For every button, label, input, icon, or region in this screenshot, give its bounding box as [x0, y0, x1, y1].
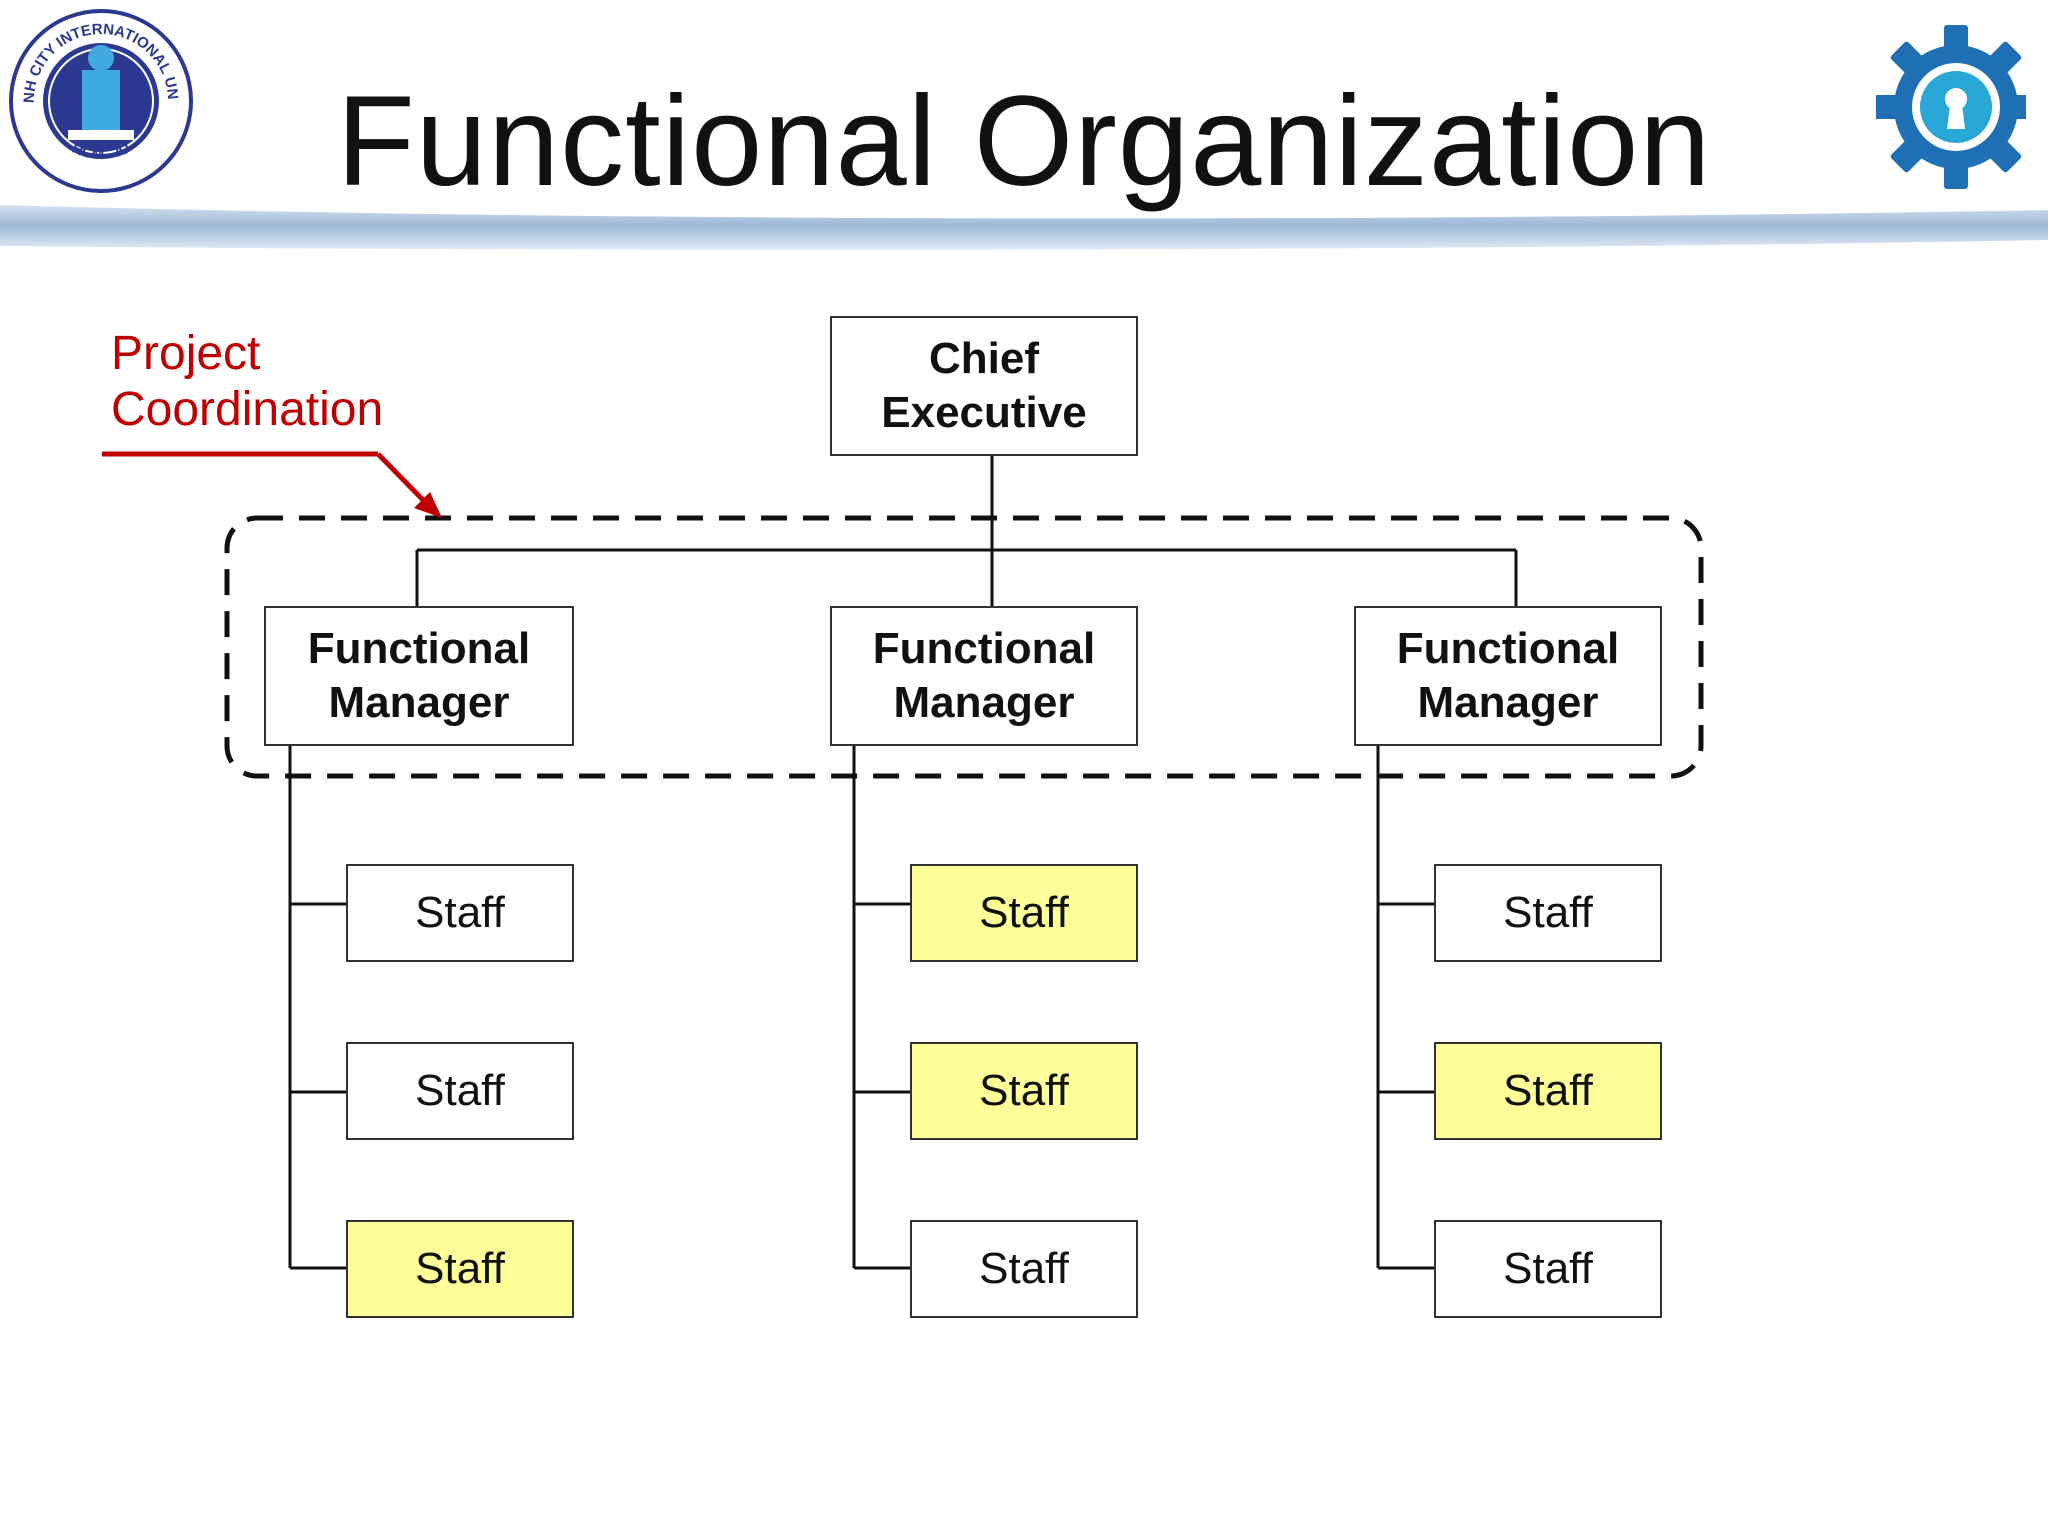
- chief-line-1: Chief: [929, 334, 1039, 383]
- staff-box: Staff: [910, 864, 1138, 962]
- staff-box: Staff: [910, 1220, 1138, 1318]
- chief-executive-box: Chief Executive: [830, 316, 1138, 456]
- page-title: Functional Organization: [336, 70, 1712, 213]
- manager-line-1: Functional: [872, 624, 1096, 673]
- manager-line-2: Manager: [328, 678, 510, 727]
- staff-box: Staff: [1434, 1220, 1662, 1318]
- chief-line-2: Executive: [881, 388, 1087, 437]
- manager-line-1: Functional: [1396, 624, 1620, 673]
- staff-box: Staff: [346, 864, 574, 962]
- project-coordination-boundary: [224, 515, 1704, 779]
- staff-box: Staff: [910, 1042, 1138, 1140]
- svg-text:HCM - IU: HCM - IU: [69, 140, 132, 164]
- annotation-line-2: Coordination: [111, 383, 384, 436]
- annotation-arrow: [102, 451, 442, 518]
- staff-box: Staff: [346, 1220, 574, 1318]
- university-seal-icon: HOCHIMINH CITY INTERNATIONAL UNIVERSITY …: [6, 6, 193, 193]
- functional-manager-box: Functional Manager: [264, 606, 574, 746]
- manager-line-2: Manager: [893, 678, 1075, 727]
- staff-box: Staff: [1434, 864, 1662, 962]
- project-coordination-label: Project Coordination: [111, 326, 383, 438]
- functional-manager-box: Functional Manager: [830, 606, 1138, 746]
- manager-line-2: Manager: [1417, 678, 1599, 727]
- staff-box: Staff: [1434, 1042, 1662, 1140]
- functional-manager-box: Functional Manager: [1354, 606, 1662, 746]
- annotation-line-1: Project: [111, 327, 261, 380]
- staff-box: Staff: [346, 1042, 574, 1140]
- manager-line-1: Functional: [307, 624, 531, 673]
- gear-keyhole-icon: [1876, 25, 2026, 189]
